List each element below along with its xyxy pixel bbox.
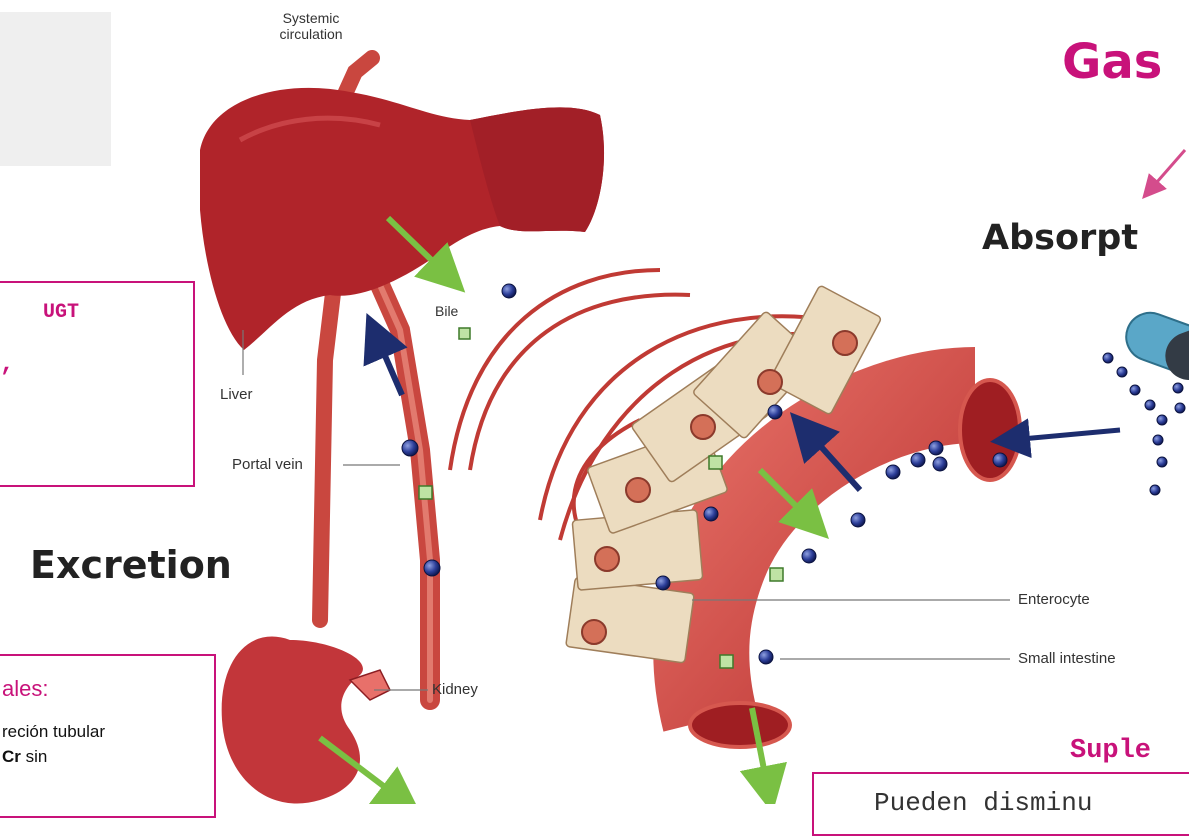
comma-text: , — [0, 351, 14, 378]
kidney-shape — [222, 637, 363, 804]
secrecion-text: reción tubular — [2, 722, 105, 742]
bile-label: Bile — [435, 303, 458, 320]
absorption-pink-arrow — [1150, 150, 1185, 190]
excretion-heading: Excretion — [30, 543, 232, 587]
intestine-end — [690, 703, 790, 747]
renales-text: ales: — [2, 676, 48, 702]
portal-vein-label: Portal vein — [232, 456, 303, 473]
absorption-heading: Absorpt — [982, 218, 1138, 258]
pueden-text: Pueden disminu — [874, 788, 1092, 818]
liver-label: Liver — [220, 386, 253, 403]
gas-heading: Gas — [1062, 34, 1162, 90]
ugt-text: UGT — [43, 301, 79, 324]
systemic-circulation-label: Systemic circulation — [256, 10, 366, 42]
enterocyte-label: Enterocyte — [1018, 591, 1090, 608]
ugt-callout-box: UGT , — [0, 281, 195, 487]
small-intestine-label: Small intestine — [1018, 650, 1116, 667]
absorption-arrow — [1010, 430, 1120, 440]
intestine-opening — [960, 380, 1020, 480]
renal-callout-box: ales: reción tubular Cr sin — [0, 654, 216, 818]
cr-line: Cr sin — [2, 747, 47, 767]
suplementos-heading: Suple — [1070, 736, 1151, 766]
grey-panel — [0, 12, 111, 166]
sin-text: sin — [21, 747, 47, 766]
cr-text: Cr — [2, 747, 21, 766]
suplementos-box: Pueden disminu — [812, 772, 1189, 836]
kidney-label: Kidney — [432, 681, 478, 698]
